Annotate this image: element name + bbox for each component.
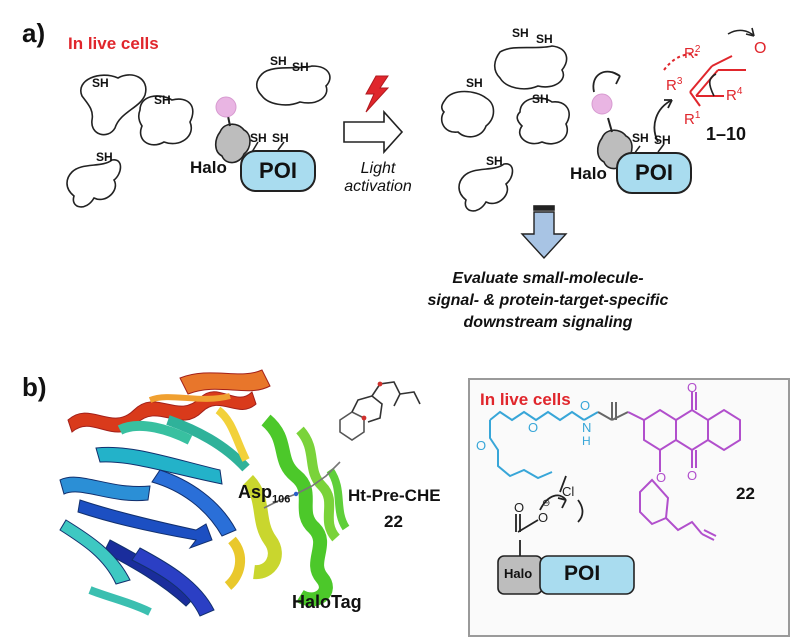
downstream-arrow: [520, 211, 568, 260]
inset-carbonyl-oxygen: O: [514, 500, 525, 515]
r2-label: R2: [684, 44, 701, 62]
compound-range-label: 1–10: [706, 124, 747, 144]
inset-context-label: In live cells: [480, 390, 571, 409]
inset-poi-box: [539, 555, 635, 595]
r3-label: R3: [666, 76, 683, 94]
panel-b-label: b): [22, 372, 47, 402]
sh-label: SH: [92, 76, 109, 90]
sh-label: SH: [292, 60, 309, 74]
inset-ether-oxygen: O: [528, 420, 539, 435]
sh-label: SH: [272, 131, 289, 145]
evaluate-text: Evaluate small-molecule- signal- & prote…: [408, 268, 688, 334]
thiol-attack-arrow: [653, 99, 673, 143]
inset-quinone-oxygen: O: [687, 468, 698, 483]
panel-a-label: a): [22, 18, 46, 48]
poi-label: POI: [259, 158, 297, 183]
inset-carboxylate-oxygen: O: [538, 510, 549, 525]
sh-label: SH: [512, 26, 529, 40]
halotag-label: HaloTag: [292, 592, 362, 612]
protein-blob: [137, 95, 194, 146]
panel-a-context-label: In live cells: [68, 34, 159, 53]
sh-label: SH: [270, 54, 287, 68]
sh-label: SH: [96, 150, 113, 164]
light-label-line1: Light: [360, 160, 396, 177]
asp-residue-label: Asp106: [238, 482, 291, 506]
protein-blob: [516, 97, 570, 145]
photocage-ball: [215, 96, 237, 118]
sh-label: SH: [532, 92, 549, 106]
enone-dashed-bond: [663, 53, 701, 71]
evaluate-line1: Evaluate small-molecule-: [452, 270, 644, 287]
inset-halo-label: Halo: [504, 566, 533, 581]
sh-label: SH: [536, 32, 553, 46]
halo-label: Halo: [190, 158, 227, 177]
protein-blob: [80, 74, 147, 136]
inset-quinone-oxygen: O: [687, 380, 698, 395]
inset-compound-number: 22: [736, 484, 755, 503]
inset-minus-charge: ⊖: [542, 498, 551, 509]
protein-blob: [255, 65, 331, 106]
light-activation-arrow: [343, 109, 404, 155]
ht-pre-che-label: Ht-Pre-CHE: [348, 486, 441, 505]
evaluate-line2: signal- & protein-target-specific: [427, 292, 669, 309]
light-activation-label: Light activation: [344, 160, 412, 196]
poi-label: POI: [635, 160, 673, 185]
light-label-line2: activation: [344, 178, 412, 195]
protein-blob: [440, 90, 495, 138]
protein-blob: [66, 159, 122, 208]
poi-box: POI: [240, 150, 316, 192]
protein-blob: [458, 163, 514, 212]
poi-box: POI: [616, 152, 692, 194]
sh-label: SH: [154, 93, 171, 107]
inset-nitrogen: N: [582, 420, 592, 435]
inset-aryl-ether-oxygen: O: [656, 470, 667, 485]
r1-label: R1: [684, 110, 701, 128]
evaluate-line3: downstream signaling: [463, 314, 633, 331]
sh-label: SH: [250, 131, 267, 145]
inset-ether-oxygen: O: [476, 438, 487, 453]
sh-label: SH: [654, 133, 671, 147]
sh-label: SH: [486, 154, 503, 168]
lightning-icon: [365, 75, 390, 113]
r4-label: R4: [726, 86, 743, 104]
inset-chlorine: Cl: [562, 484, 575, 499]
protein-blob: [493, 45, 568, 90]
inset-hydrogen: H: [582, 434, 591, 448]
compound-number-label: 22: [384, 512, 403, 531]
oxygen-label: O: [754, 40, 767, 57]
sh-label: SH: [466, 76, 483, 90]
inset-poi-label: POI: [564, 562, 601, 585]
sh-label: SH: [632, 131, 649, 145]
photocage-ball: [591, 93, 613, 115]
halo-label: Halo: [570, 164, 607, 183]
inset-amide-oxygen: O: [580, 398, 591, 413]
